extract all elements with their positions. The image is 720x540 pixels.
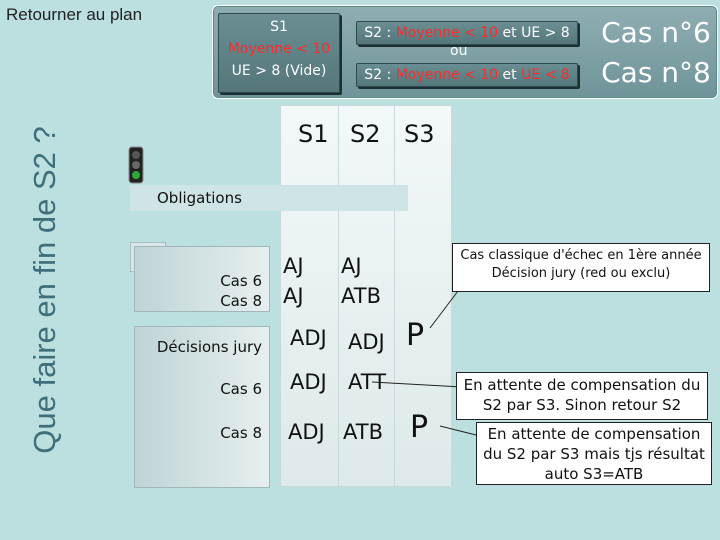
note-compensation-cas6: En attente de compensation du S2 par S3.… — [456, 372, 708, 420]
note3-line2: du S2 par S3 mais tjs résultat — [477, 444, 711, 464]
note-compensation-cas8: En attente de compensation du S2 par S3 … — [476, 422, 712, 485]
note1-line2: Décision jury (red ou exclu) — [453, 265, 709, 283]
note2-line1: En attente de compensation du — [457, 375, 707, 395]
note3-line1: En attente de compensation — [477, 424, 711, 444]
note-classic-failure: Cas classique d'échec en 1ère année Déci… — [452, 243, 710, 292]
note1-line1: Cas classique d'échec en 1ère année — [453, 247, 709, 265]
note2-line2: S2 par S3. Sinon retour S2 — [457, 395, 707, 415]
note3-line3: auto S3=ATB — [477, 464, 711, 484]
